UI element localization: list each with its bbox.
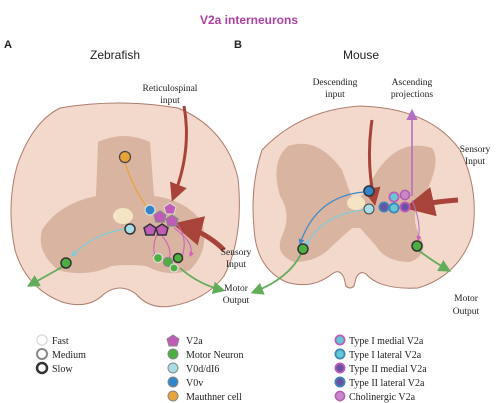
mouse-spinal-cord — [250, 105, 475, 295]
zebrafish-motor-neuron-left — [60, 257, 72, 269]
legend-motor-neuron-marker — [167, 348, 179, 360]
zebrafish-motor-neuron-1 — [152, 252, 164, 264]
mouse-v0d-neuron — [363, 203, 375, 215]
legend-cholinergic-label: Cholinergic V2a — [349, 392, 416, 403]
ascending-label-line1: Ascending — [392, 78, 433, 88]
panel-b-species: Mouse — [343, 48, 379, 62]
ascending-label-line2: projections — [391, 90, 434, 100]
zebrafish-v0v-neuron — [144, 204, 156, 216]
zebrafish-motor-output-left-arrow — [26, 265, 65, 287]
figure-title: V2a interneurons — [200, 13, 298, 27]
mouse-sensory-input-arrow — [404, 187, 459, 217]
mouse-v0v-neuron — [363, 185, 375, 197]
legend-mauthner-marker — [167, 390, 179, 402]
v2a-projection-4 — [173, 227, 195, 257]
legend-type1-lateral-label: Type I lateral V2a — [349, 350, 422, 361]
zebrafish-grey-matter — [40, 136, 205, 274]
legend-mauthner-label: Mauthner cell — [186, 392, 242, 403]
type2-lateral-v2a — [378, 201, 390, 213]
legend-fast-marker — [36, 334, 48, 346]
mouse-motor-output-right-arrow — [417, 249, 452, 272]
mouse-v0d-projection — [305, 209, 365, 248]
zebrafish-v2a-slow-1 — [155, 223, 169, 236]
zebrafish-motor-neuron-4 — [169, 263, 179, 273]
legend-type2-medial-label: Type II medial V2a — [349, 364, 427, 375]
legend-medium-marker — [36, 348, 48, 360]
legend-cholinergic-marker — [334, 390, 346, 402]
mouse-motor-label-line2: Output — [453, 307, 480, 317]
panel-b-letter: B — [234, 39, 242, 51]
zebrafish-central-canal — [113, 208, 133, 224]
mouse-central-canal — [347, 196, 365, 210]
legend-type1-medial-marker — [334, 334, 346, 346]
legend-type2-lateral-marker — [334, 376, 346, 388]
panel-a-letter: A — [4, 39, 12, 51]
zebrafish-motor-output-right-arrow — [179, 267, 226, 294]
legend-type1-lateral-marker — [334, 348, 346, 360]
mouse-sensory-label-line2: Input — [465, 157, 485, 167]
mouse-sensory-label-line1: Sensory — [460, 145, 491, 155]
legend-type2-lateral-label: Type II lateral V2a — [349, 378, 425, 389]
legend-slow-label: Slow — [52, 364, 73, 375]
legend-v0d-label: V0d/dI6 — [186, 364, 219, 375]
type1-lateral-v2a — [388, 202, 400, 214]
legend-medium-label: Medium — [52, 350, 86, 361]
zebrafish-v2a-medium-1 — [153, 210, 167, 223]
descending-label-line1: Descending — [313, 78, 358, 88]
type1-medial-v2a — [388, 191, 400, 203]
zebrafish-motor-neuron-2 — [162, 256, 174, 268]
zebrafish-v2a-fast — [163, 202, 177, 215]
descending-label-line2: input — [325, 90, 345, 100]
zebrafish-v0d-neuron — [124, 223, 136, 235]
legend-slow-marker — [35, 361, 49, 375]
legend-type1-medial-label: Type I medial V2a — [349, 336, 424, 347]
legend-v0v-label: V0v — [186, 378, 203, 389]
mouse-motor-label-line1: Motor — [454, 294, 479, 304]
legend-type2-medial-marker — [334, 362, 346, 374]
mauthner-cell — [118, 150, 132, 164]
mouse-motor-output-left-arrow — [250, 251, 303, 295]
zebrafish-motor-neuron-3 — [172, 252, 184, 264]
cholinergic-v2a — [399, 189, 411, 201]
zebrafish-spinal-cord — [10, 102, 240, 308]
zebrafish-motor-label-line1: Motor — [224, 284, 249, 294]
zebrafish-v2a-medium-2 — [165, 214, 179, 227]
legend-motor-neuron-label: Motor Neuron — [186, 350, 244, 361]
reticulospinal-input-arrow — [169, 105, 188, 202]
zebrafish-v2a-slow-2 — [143, 223, 157, 236]
mouse-motor-neuron-right — [411, 240, 423, 252]
mouse-v0v-projection — [298, 191, 365, 246]
legend-v0d-marker — [167, 362, 179, 374]
type2-medial-v2a — [399, 201, 411, 213]
legend-fast-label: Fast — [52, 336, 69, 347]
zebrafish-sensory-label-line2: Input — [226, 260, 246, 270]
panel-a-species: Zebrafish — [90, 48, 140, 62]
legend-v2a-marker — [166, 334, 180, 347]
mouse-motor-neuron-left — [297, 243, 309, 255]
zebrafish-motor-label-line2: Output — [223, 296, 250, 306]
legend-v2a-label: V2a — [186, 336, 203, 347]
legend: Fast Medium Slow V2a Motor Neuron V0d/dI… — [35, 334, 427, 403]
legend-v0v-marker — [167, 376, 179, 388]
mauthner-projection — [124, 161, 147, 207]
zebrafish-sensory-label-line1: Sensory — [221, 248, 252, 258]
zebrafish-sensory-input-arrow — [172, 216, 226, 252]
v2a-collateral — [411, 199, 422, 241]
reticulospinal-label-line1: Reticulospinal — [143, 84, 198, 94]
reticulospinal-label-line2: input — [160, 96, 180, 106]
